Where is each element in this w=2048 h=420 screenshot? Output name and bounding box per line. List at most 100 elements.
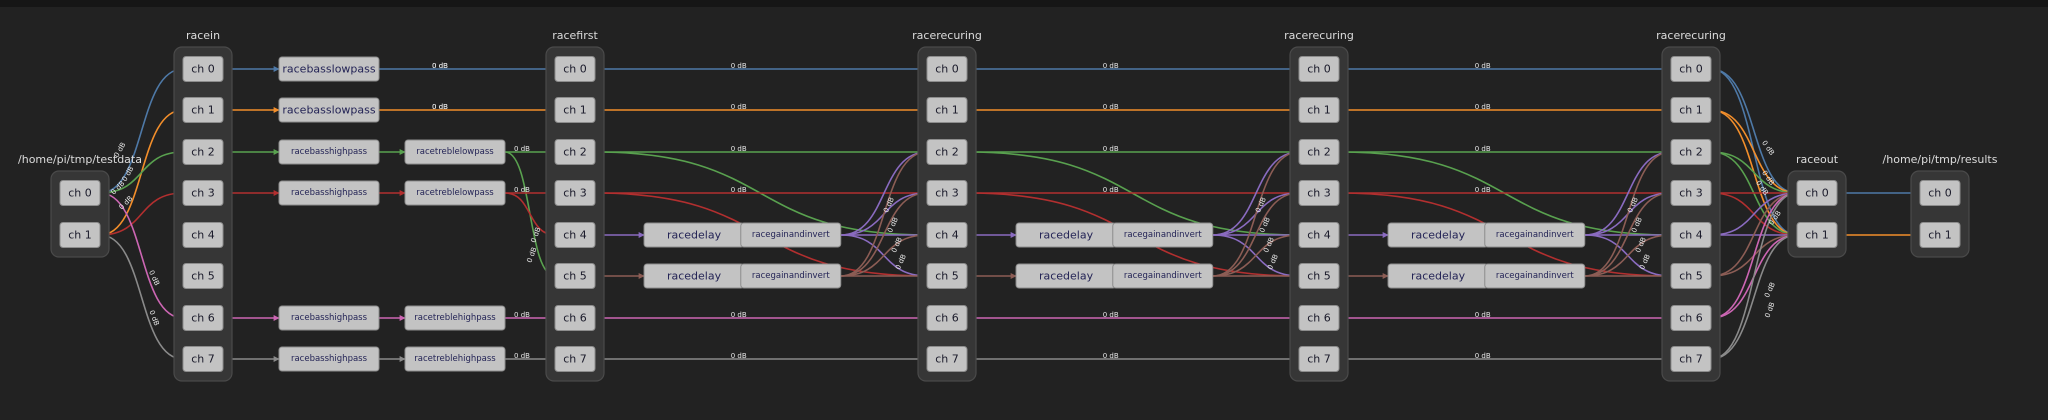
channel-box[interactable] (926, 305, 968, 331)
channel-node[interactable]: ch 7 (926, 346, 968, 372)
channel-box[interactable] (182, 305, 224, 331)
filter-box[interactable] (278, 305, 380, 331)
channel-box[interactable] (182, 139, 224, 165)
channel-node[interactable]: ch 4 (1298, 222, 1340, 248)
filter-box[interactable] (278, 139, 380, 165)
filter-box[interactable] (1112, 222, 1214, 248)
channel-box[interactable] (1919, 180, 1961, 206)
filter-node-racetreblehighpass[interactable]: racetreblehighpass (404, 346, 506, 372)
channel-box[interactable] (1298, 139, 1340, 165)
channel-box[interactable] (1298, 56, 1340, 82)
channel-node[interactable]: ch 0 (1298, 56, 1340, 82)
channel-box[interactable] (554, 222, 596, 248)
filter-box[interactable] (1484, 263, 1586, 289)
filter-node-racegainandinvert[interactable]: racegainandinvert (1484, 263, 1586, 289)
channel-node[interactable]: ch 6 (926, 305, 968, 331)
filter-node-racebasshighpass[interactable]: racebasshighpass (278, 346, 380, 372)
channel-node[interactable]: ch 3 (182, 180, 224, 206)
filter-box[interactable] (404, 305, 506, 331)
channel-node[interactable]: ch 5 (1670, 263, 1712, 289)
channel-box[interactable] (182, 97, 224, 123)
channel-box[interactable] (926, 263, 968, 289)
channel-node[interactable]: ch 1 (182, 97, 224, 123)
channel-node[interactable]: ch 2 (1670, 139, 1712, 165)
channel-box[interactable] (926, 139, 968, 165)
filter-node-racedelay[interactable]: racedelay (1015, 263, 1117, 289)
channel-box[interactable] (1298, 263, 1340, 289)
channel-node[interactable]: ch 1 (1796, 222, 1838, 248)
channel-box[interactable] (1670, 97, 1712, 123)
filter-box[interactable] (404, 346, 506, 372)
channel-node[interactable]: ch 3 (1298, 180, 1340, 206)
channel-node[interactable]: ch 0 (926, 56, 968, 82)
filter-node-racebasshighpass[interactable]: racebasshighpass (278, 305, 380, 331)
channel-node[interactable]: ch 5 (1298, 263, 1340, 289)
filter-box[interactable] (740, 263, 842, 289)
filter-node-racebasshighpass[interactable]: racebasshighpass (278, 139, 380, 165)
channel-node[interactable]: ch 4 (926, 222, 968, 248)
channel-node[interactable]: ch 1 (1298, 97, 1340, 123)
channel-node[interactable]: ch 4 (182, 222, 224, 248)
channel-node[interactable]: ch 5 (554, 263, 596, 289)
channel-box[interactable] (1298, 180, 1340, 206)
channel-box[interactable] (1670, 56, 1712, 82)
channel-node[interactable]: ch 0 (182, 56, 224, 82)
filter-node-racegainandinvert[interactable]: racegainandinvert (1484, 222, 1586, 248)
channel-node[interactable]: ch 3 (1670, 180, 1712, 206)
channel-node[interactable]: ch 0 (554, 56, 596, 82)
channel-box[interactable] (182, 56, 224, 82)
channel-box[interactable] (926, 56, 968, 82)
filter-node-racetreblelowpass[interactable]: racetreblelowpass (404, 139, 506, 165)
filter-box[interactable] (740, 222, 842, 248)
channel-node[interactable]: ch 5 (926, 263, 968, 289)
channel-box[interactable] (1796, 180, 1838, 206)
channel-node[interactable]: ch 2 (926, 139, 968, 165)
channel-box[interactable] (554, 139, 596, 165)
channel-node[interactable]: ch 0 (1796, 180, 1838, 206)
filter-box[interactable] (1112, 263, 1214, 289)
channel-node[interactable]: ch 0 (59, 180, 101, 206)
channel-node[interactable]: ch 7 (182, 346, 224, 372)
filter-node-racegainandinvert[interactable]: racegainandinvert (1112, 263, 1214, 289)
channel-node[interactable]: ch 6 (554, 305, 596, 331)
filter-node-racebasslowpass[interactable]: racebasslowpass (278, 56, 380, 82)
channel-box[interactable] (1298, 346, 1340, 372)
filter-node-racebasshighpass[interactable]: racebasshighpass (278, 180, 380, 206)
channel-node[interactable]: ch 6 (182, 305, 224, 331)
filter-node-racetreblelowpass[interactable]: racetreblelowpass (404, 180, 506, 206)
channel-box[interactable] (554, 97, 596, 123)
filter-node-racedelay[interactable]: racedelay (1015, 222, 1117, 248)
channel-box[interactable] (1670, 222, 1712, 248)
channel-box[interactable] (554, 180, 596, 206)
channel-node[interactable]: ch 4 (554, 222, 596, 248)
channel-box[interactable] (1298, 97, 1340, 123)
channel-node[interactable]: ch 6 (1670, 305, 1712, 331)
channel-box[interactable] (1919, 222, 1961, 248)
channel-node[interactable]: ch 4 (1670, 222, 1712, 248)
channel-node[interactable]: ch 5 (182, 263, 224, 289)
channel-node[interactable]: ch 6 (1298, 305, 1340, 331)
channel-node[interactable]: ch 1 (1919, 222, 1961, 248)
filter-box[interactable] (404, 139, 506, 165)
channel-node[interactable]: ch 2 (1298, 139, 1340, 165)
filter-box[interactable] (404, 180, 506, 206)
filter-box[interactable] (1484, 222, 1586, 248)
channel-box[interactable] (1298, 222, 1340, 248)
filter-node-racebasslowpass[interactable]: racebasslowpass (278, 97, 380, 123)
channel-box[interactable] (926, 222, 968, 248)
channel-node[interactable]: ch 3 (926, 180, 968, 206)
channel-box[interactable] (1670, 139, 1712, 165)
filter-node-racegainandinvert[interactable]: racegainandinvert (740, 222, 842, 248)
channel-node[interactable]: ch 2 (554, 139, 596, 165)
channel-box[interactable] (1298, 305, 1340, 331)
channel-box[interactable] (926, 346, 968, 372)
channel-box[interactable] (182, 180, 224, 206)
filter-box[interactable] (278, 56, 380, 82)
filter-node-racedelay[interactable]: racedelay (1387, 222, 1489, 248)
channel-box[interactable] (1796, 222, 1838, 248)
channel-box[interactable] (182, 346, 224, 372)
filter-node-racegainandinvert[interactable]: racegainandinvert (740, 263, 842, 289)
channel-node[interactable]: ch 1 (926, 97, 968, 123)
filter-node-racedelay[interactable]: racedelay (643, 222, 745, 248)
filter-box[interactable] (278, 180, 380, 206)
